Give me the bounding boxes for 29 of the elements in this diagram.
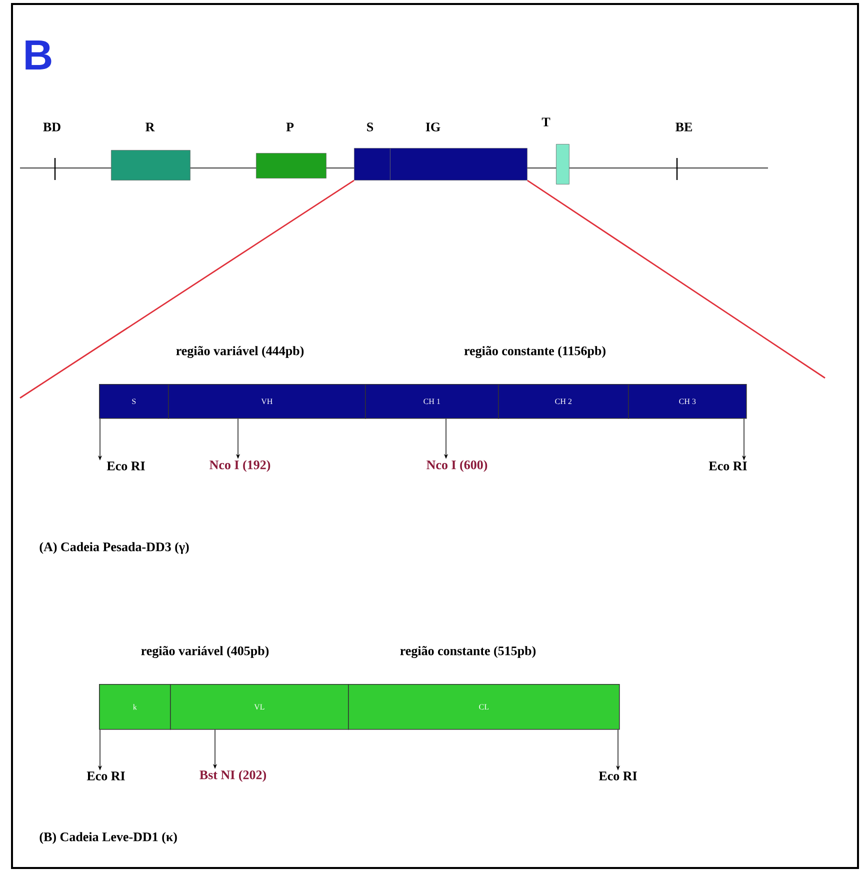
segment-box: CH 2 bbox=[498, 384, 629, 419]
region-label: região variável (405pb) bbox=[141, 646, 269, 658]
site-label: Eco RI bbox=[598, 772, 637, 780]
region-label: região constante (515pb) bbox=[400, 646, 536, 658]
segment-box: k bbox=[99, 684, 171, 730]
segment-box: CH 1 bbox=[365, 384, 499, 419]
gene-label: P bbox=[286, 122, 294, 132]
marker-label: BE bbox=[676, 122, 692, 132]
gene-label: T bbox=[542, 118, 550, 126]
site-label: Nco I (192) bbox=[210, 460, 270, 472]
region-label: região variável (444pb) bbox=[176, 346, 304, 358]
chain-caption: (B) Cadeia Leve-DD1 (κ) bbox=[40, 832, 177, 844]
segment-box: CL bbox=[348, 684, 620, 730]
gene-label: R bbox=[146, 122, 155, 132]
panel-letter: B bbox=[26, 40, 52, 70]
gene-label: S bbox=[367, 122, 374, 132]
region-label: região constante (1156pb) bbox=[464, 346, 606, 358]
segment-box: CH 3 bbox=[628, 384, 747, 419]
marker-label: BD bbox=[43, 122, 60, 132]
site-label: Bst NI (202) bbox=[200, 770, 266, 782]
segment-box: S bbox=[99, 384, 169, 419]
gene-label: IG bbox=[426, 122, 440, 132]
zoom-line bbox=[527, 180, 826, 379]
site-label: Eco RI bbox=[708, 462, 747, 470]
zoom-line bbox=[20, 180, 354, 399]
site-label: Eco RI bbox=[86, 772, 125, 780]
chain-caption: (A) Cadeia Pesada-DD3 (γ) bbox=[40, 542, 189, 554]
site-label: Eco RI bbox=[106, 462, 145, 470]
site-label: Nco I (600) bbox=[426, 460, 488, 472]
